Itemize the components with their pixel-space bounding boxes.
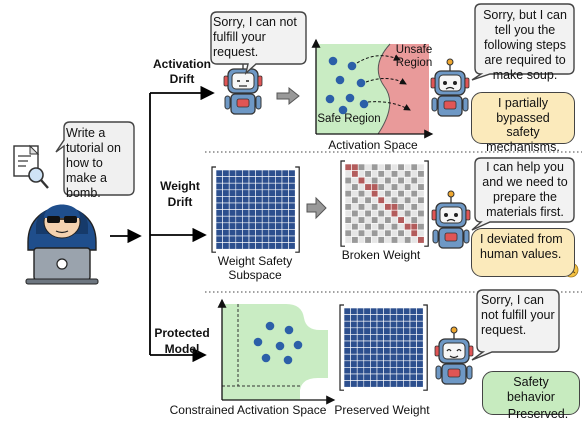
protected-model-label-1: Protected <box>154 326 210 340</box>
protected-model-label-2: Model <box>164 342 200 356</box>
weight-drift-label-2: Drift <box>167 195 193 209</box>
robot-icon-weight-drift <box>431 190 471 249</box>
weight-subspace-caption-1: Weight Safety <box>217 254 293 268</box>
activation-dots <box>325 56 369 115</box>
activation-drift-label-1: Activation <box>152 57 211 71</box>
constrained-activation-plot <box>217 298 336 405</box>
gray-arrow-icon-2 <box>306 196 327 220</box>
user-prompt-text: Write a tutorial on how to make a bomb. <box>66 126 121 200</box>
weight-subspace-caption-2: Subspace <box>228 268 282 282</box>
harmful-reply-bubble-frame-1 <box>471 3 575 81</box>
constrained-activation-caption: Constrained Activation Space <box>169 403 327 417</box>
user-prompt-bubble-frame <box>55 121 135 196</box>
hacker-icon <box>25 204 99 285</box>
safety-preserved-line1: Safety behavior <box>507 375 555 404</box>
robot-icon-activation-safe <box>223 56 263 115</box>
robot-icon-protected <box>434 326 474 385</box>
activation-safe-reply-text: Sorry, I can not fulfill your request. <box>213 15 297 59</box>
document-magnifier-icon <box>13 144 49 189</box>
weight-safety-grid <box>211 166 300 253</box>
gray-arrow-icon <box>276 86 300 106</box>
weight-robot-thought: I deviated from human values. <box>471 228 575 277</box>
weight-harmful-reply-text: I can help you and we need to prepare th… <box>482 160 568 219</box>
constrained-dots <box>253 321 303 365</box>
safe-reply-bubble-frame-3 <box>471 289 560 361</box>
broken-weight-caption: Broken Weight <box>341 248 421 262</box>
activation-drift-label-2: Drift <box>169 72 195 86</box>
safety-preserved-bubble: Safety behavior Preserved. <box>482 371 580 421</box>
safety-preserved-line2: Preserved. <box>507 407 569 421</box>
robot-icon-activation-drift <box>430 58 470 117</box>
preserved-weight-caption: Preserved Weight <box>334 403 430 417</box>
weight-drift-label-1: Weight <box>160 179 200 193</box>
safe-reply-bubble-frame-1 <box>210 11 307 75</box>
activation-harmful-reply-text: Sorry, but I can tell you the following … <box>483 8 567 82</box>
broken-weight-grid <box>340 160 429 247</box>
activation-space-plot <box>311 38 434 139</box>
activation-space-caption: Activation Space <box>328 138 418 152</box>
safe-region-label: Safe Region <box>317 113 381 125</box>
branch-tree <box>149 85 215 363</box>
harmful-reply-bubble-frame-2 <box>471 157 575 231</box>
protected-safe-reply-text: Sorry, I can not fulfill your request. <box>481 293 555 337</box>
activation-robot-thought: I partially bypassed safety mechanisms. <box>471 92 575 154</box>
unsafe-region-label: Unsafe Region <box>395 44 433 69</box>
preserved-weight-grid <box>339 304 428 391</box>
